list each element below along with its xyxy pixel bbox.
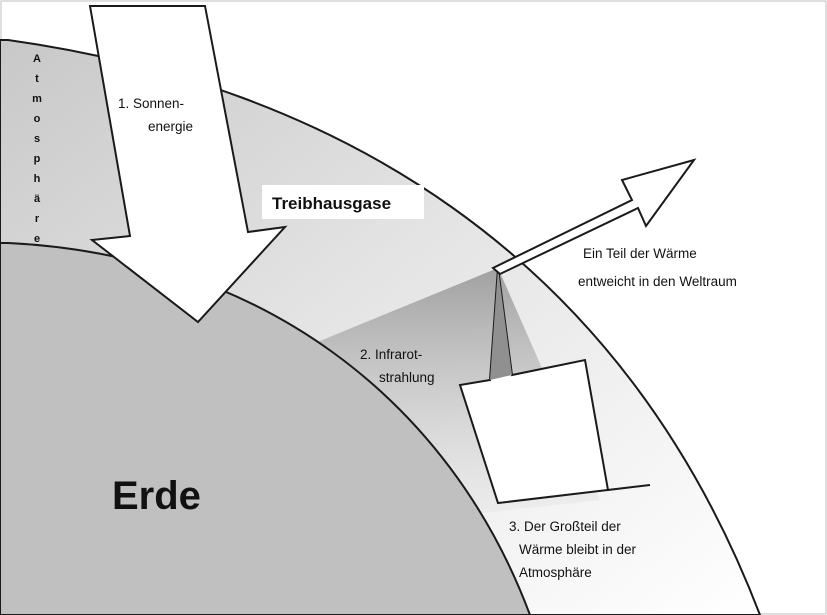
infrared-arrow-shade [490,268,512,380]
solar-energy-arrow [88,5,288,324]
escape-line: entweicht in den Weltraum [578,274,737,289]
atmosphere-vertical-label: A t m o s p h ä r e [32,53,42,245]
atmosphere-letter: A [33,53,41,65]
step3-label: 3. Der Großteil der Wärme bleibt in der … [509,519,637,580]
atmosphere-letter: m [32,93,42,105]
earth-label: Erde [112,474,201,518]
step2-line: strahlung [379,370,435,385]
escaping-heat-arrow [491,158,697,276]
step3-line: 3. Der Großteil der [509,519,621,534]
atmosphere-letter: o [34,113,41,125]
atmosphere-letter: s [34,133,40,145]
greenhouse-gas-label: Treibhausgase [272,194,391,213]
escape-label: Ein Teil der Wärme entweicht in den Welt… [578,246,737,289]
retained-heat-arrow [458,267,651,505]
step2-line: 2. Infrarot- [360,347,422,362]
atmosphere-letter: r [35,213,40,225]
escape-line: Ein Teil der Wärme [583,246,697,261]
atmosphere-letter: e [34,233,40,245]
step3-line: Wärme bleibt in der [519,542,637,557]
step3-line: Atmosphäre [519,565,592,580]
step1-line: 1. Sonnen- [118,96,184,111]
greenhouse-label-box [262,185,424,219]
atmosphere-letter: p [34,153,41,165]
atmosphere-letter: t [35,73,39,85]
step1-line: energie [148,119,193,134]
step2-label: 2. Infrarot- strahlung [360,347,435,385]
atmosphere-letter: h [34,173,41,185]
atmosphere-letter: ä [34,193,41,205]
step1-label: 1. Sonnen- energie [118,96,193,134]
